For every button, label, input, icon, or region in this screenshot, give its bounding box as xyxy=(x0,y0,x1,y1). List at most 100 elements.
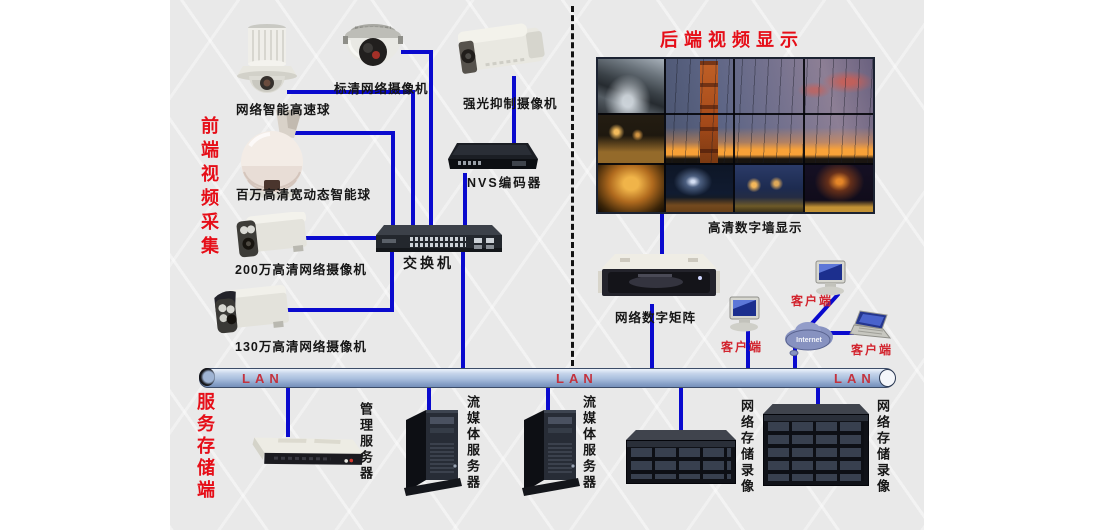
connector-line xyxy=(746,330,750,370)
client3-label: 客户端 xyxy=(851,343,894,357)
ipc130-label: 130万高清网络摄像机 xyxy=(235,340,367,354)
client2-label: 客户端 xyxy=(721,340,764,354)
connector-line xyxy=(286,385,290,437)
connector-line xyxy=(824,331,854,335)
network-switch-icon xyxy=(376,225,502,252)
stream-server-1 xyxy=(400,406,464,501)
matrix-server-icon xyxy=(598,254,720,296)
storage-bezel xyxy=(627,441,735,447)
wall-feed-overpass xyxy=(598,59,664,113)
hlc-ipc-label: 强光抑制摄像机 xyxy=(463,97,558,111)
stream-server-1-label: 流媒体服务器 xyxy=(465,395,480,491)
storage-nvr-2 xyxy=(763,404,869,486)
storage-section-title: 服务存储端 xyxy=(195,392,215,502)
client-desktop-1 xyxy=(812,260,850,303)
rack-server-icon xyxy=(252,437,364,465)
wall-gridline xyxy=(733,59,735,212)
nvs-encoder-icon xyxy=(448,143,538,169)
ipc-130w-camera-icon xyxy=(214,284,289,334)
storage-nvr-1-label: 网络存储录像 xyxy=(739,399,754,495)
network-switch xyxy=(374,219,504,262)
bridge-cables xyxy=(664,59,873,163)
wall-feed-arch-bridge xyxy=(598,163,664,212)
lan-label: LAN xyxy=(834,371,876,386)
lan-bus: LAN LAN LAN xyxy=(199,368,896,388)
stream-server-2 xyxy=(518,406,582,501)
wall-feed-pylon-bridge xyxy=(803,163,873,212)
back-end-section-title: 后端视频显示 xyxy=(660,30,804,50)
connector-line xyxy=(793,346,797,370)
connector-line xyxy=(512,76,516,146)
stream-server-2-label: 流媒体服务器 xyxy=(581,395,596,491)
desktop-computer-icon xyxy=(815,260,846,296)
storage-front-face xyxy=(763,414,869,486)
wall-gridline xyxy=(598,113,873,115)
client1-label: 客户端 xyxy=(791,294,834,308)
wdr-dome-label: 百万高清宽动态智能球 xyxy=(236,188,372,202)
ipc-130w-camera xyxy=(214,284,292,345)
lan-label: LAN xyxy=(556,371,598,386)
speed-dome-label: 网络智能高速球 xyxy=(236,103,331,117)
ipc-200w-camera xyxy=(236,211,312,269)
storage-drive-bays xyxy=(631,448,731,479)
nvs-label: NVS编码器 xyxy=(467,176,543,190)
storage-front-face xyxy=(626,440,736,484)
connector-line xyxy=(401,50,433,54)
desktop-computer-icon xyxy=(729,296,760,332)
highlight-suppression-camera xyxy=(457,18,552,91)
video-wall-label: 高清数字墙显示 xyxy=(708,221,803,235)
connector-line xyxy=(284,308,394,312)
connector-line xyxy=(295,131,395,135)
lan-bus-right-cap xyxy=(879,369,896,387)
wdr-ptz-dome-camera xyxy=(234,110,314,205)
section-divider xyxy=(571,6,574,366)
connector-line xyxy=(390,251,394,308)
internet-cloud: Internet xyxy=(781,316,837,363)
front-end-section-title: 前端视频采集 xyxy=(199,116,219,260)
ipc200-label: 200万高清网络摄像机 xyxy=(235,263,367,277)
nvs-encoder xyxy=(448,141,540,181)
speed-dome-camera xyxy=(236,22,298,101)
video-wall xyxy=(596,57,875,214)
tower-server-icon xyxy=(522,410,580,496)
matrix-label: 网络数字矩阵 xyxy=(615,311,697,325)
wall-feed-cable-bridge xyxy=(664,163,733,212)
wall-feed-street xyxy=(733,163,803,212)
sd-ipc-label: 标清网络摄像机 xyxy=(334,82,429,96)
laptop-icon xyxy=(849,310,892,339)
storage-nvr-2-label: 网络存储录像 xyxy=(875,399,890,495)
speed-dome-camera-icon xyxy=(237,24,297,93)
cloud-icon: Internet xyxy=(785,322,833,356)
wall-gridline xyxy=(803,59,805,212)
connector-line xyxy=(679,385,683,434)
highlight-suppression-camera-icon xyxy=(457,23,545,74)
lan-bus-left-cap xyxy=(199,368,215,386)
connector-line xyxy=(391,131,395,225)
client-laptop xyxy=(849,310,895,349)
storage-drive-bays xyxy=(768,422,864,481)
connector-line xyxy=(303,236,377,240)
ipc-200w-camera-icon xyxy=(236,211,307,258)
wall-gridline xyxy=(598,163,873,165)
storage-nvr-1 xyxy=(626,430,736,484)
connector-line xyxy=(650,304,654,370)
storage-top-face xyxy=(763,404,869,414)
wdr-ptz-dome-camera-icon xyxy=(241,110,303,198)
matrix-server xyxy=(598,252,720,313)
connector-line xyxy=(287,90,415,94)
lan-label: LAN xyxy=(242,371,284,386)
connector-line xyxy=(546,385,550,416)
tower-server-icon xyxy=(404,410,462,496)
management-server xyxy=(246,432,366,493)
bridge-tower xyxy=(699,61,719,163)
internet-label: Internet xyxy=(796,337,822,344)
connector-line xyxy=(429,50,433,225)
wall-gridline xyxy=(664,59,666,212)
connector-line xyxy=(411,90,415,225)
management-server-label: 管理服务器 xyxy=(358,402,373,482)
wall-feed-night-road xyxy=(598,113,664,163)
connector-line xyxy=(461,250,465,370)
connector-line xyxy=(427,385,431,416)
sd-dome-camera xyxy=(341,22,405,87)
